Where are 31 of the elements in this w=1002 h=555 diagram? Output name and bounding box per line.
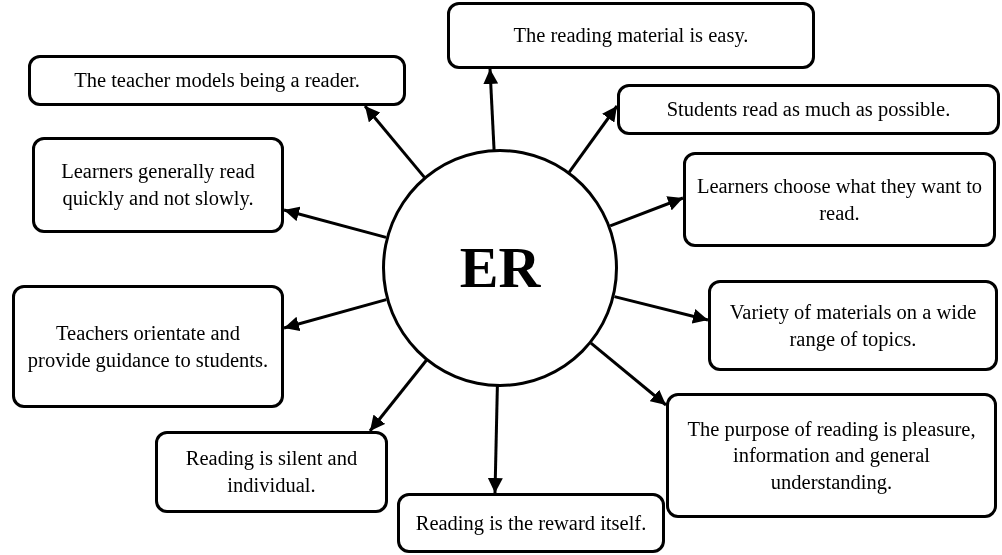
- arrow: [283, 206, 387, 239]
- text-box: [617, 84, 1000, 135]
- box-label: Teachers orientate and provide guidance to students.: [26, 320, 270, 374]
- box-label: The purpose of reading is pleasure, information and general understanding.: [686, 416, 977, 496]
- arrow: [487, 385, 503, 494]
- text-box: [155, 431, 388, 513]
- box-label: Students read as much as possible.: [666, 97, 951, 123]
- arrow: [609, 196, 684, 228]
- text-box: [708, 280, 998, 371]
- text-box: [683, 152, 996, 247]
- box-label: Reading is silent and individual.: [184, 446, 359, 498]
- text-box: [12, 285, 284, 408]
- box-label: Learners generally read quickly and not slowly.: [60, 159, 256, 212]
- center-label: ER: [459, 234, 541, 303]
- box-label: Learners choose what they want to read.: [696, 173, 983, 226]
- arrow: [590, 341, 667, 407]
- box-label: The reading material is easy.: [513, 23, 749, 49]
- arrow: [363, 105, 426, 179]
- box-label: Reading is the reward itself.: [415, 510, 647, 537]
- box-label: Variety of materials on a wide range of topics.: [728, 299, 978, 353]
- box-label: The teacher models being a reader.: [74, 68, 360, 94]
- text-box: [32, 137, 284, 233]
- text-box: [397, 493, 665, 553]
- arrow: [567, 105, 619, 174]
- arrow: [614, 295, 709, 324]
- arrow: [368, 359, 428, 432]
- arrow: [283, 298, 387, 332]
- text-box: [28, 55, 406, 106]
- text-box: [666, 393, 997, 518]
- arrow: [483, 68, 499, 151]
- text-box: [447, 2, 815, 69]
